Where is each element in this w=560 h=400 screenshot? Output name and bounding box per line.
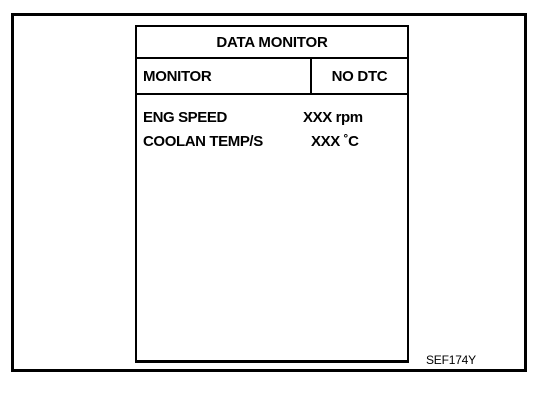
monitor-item-coolant-temp: COOLAN TEMP/S XXX ˚C [143,133,403,157]
header-row: MONITOR NO DTC [137,59,407,95]
dtc-status: NO DTC [331,67,388,85]
monitor-header-label: MONITOR [137,59,312,93]
figure-frame [11,13,527,372]
monitor-item-value: XXX ˚C [311,133,359,150]
monitor-item-label: COOLAN TEMP/S [143,133,263,150]
monitor-data-list: ENG SPEED XXX rpm COOLAN TEMP/S XXX ˚C [143,109,403,157]
data-monitor-screen: DATA MONITOR MONITOR NO DTC ENG SPEED XX… [135,25,409,363]
monitor-item-value: XXX rpm [303,109,363,126]
monitor-item-label: ENG SPEED [143,109,227,126]
figure-code: SEF174Y [426,353,476,367]
monitor-item-eng-speed: ENG SPEED XXX rpm [143,109,403,133]
screen-title: DATA MONITOR [137,27,407,59]
